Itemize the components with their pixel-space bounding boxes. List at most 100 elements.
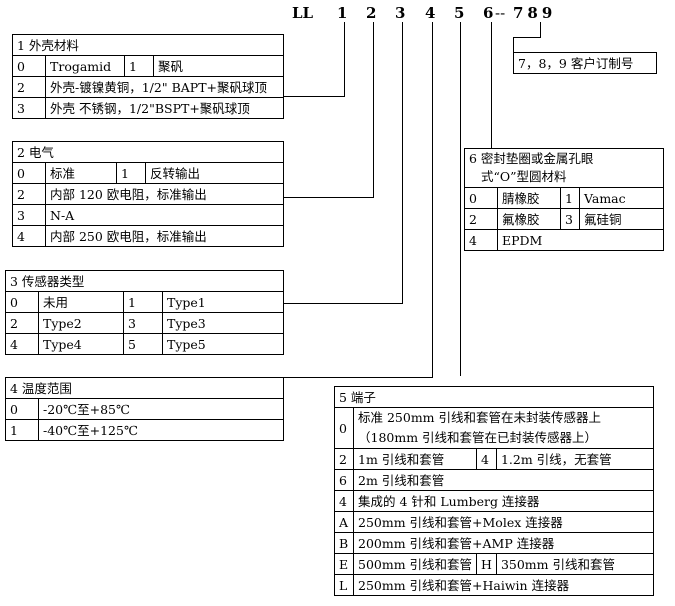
option-code: 1 xyxy=(5,419,39,441)
option-name: Type2 xyxy=(38,312,124,334)
table-row: 4 Type4 5 Type5 xyxy=(5,333,284,355)
section-6-seal-material: 6 密封垫圈或金属孔眼 式“O”型圆材料 0 腈橡胶 1 Vamac 2 氟橡胶… xyxy=(464,148,664,251)
option-name: 500mm 引线和套管 xyxy=(352,553,478,575)
option-name: Type1 xyxy=(162,291,284,313)
option-code: 2 xyxy=(12,183,46,205)
table-row: 2 1m 引线和套管 4 1.2m 引线，无套管 xyxy=(334,448,655,470)
option-code: 4 xyxy=(464,229,498,251)
connector-line xyxy=(491,22,492,148)
code-custom: 789 xyxy=(513,4,557,22)
option-name: -20℃至+85℃ xyxy=(38,398,284,420)
option-code: 6 xyxy=(334,469,354,491)
option-name-line1: 标准 250mm 引线和套管在未封装传感器上 xyxy=(358,410,602,425)
option-name: 标准 250mm 引线和套管在未封装传感器上 （180mm 引线和套管在已封装传… xyxy=(353,407,654,449)
section-6-title: 6 密封垫圈或金属孔眼 式“O”型圆材料 xyxy=(464,148,664,188)
option-name: EPDM xyxy=(497,229,664,251)
code-digit-2: 2 xyxy=(366,4,377,22)
option-code: 0 xyxy=(334,407,354,449)
custom-order-label: 7，8，9 客户订制号 xyxy=(513,52,657,74)
code-digit-1: 1 xyxy=(337,4,348,22)
option-code: 4 xyxy=(334,490,354,512)
table-row: 0 未用 1 Type1 xyxy=(5,291,284,313)
section-4-temperature-range: 4 温度范围 0 -20℃至+85℃ 1 -40℃至+125℃ xyxy=(5,377,284,441)
option-code: 4 xyxy=(12,225,46,247)
option-code: B xyxy=(334,532,354,554)
table-row: 2 外壳-镀镍黄铜，1/2" BAPT+聚矾球顶 xyxy=(12,76,284,98)
section-2-title: 2 电气 xyxy=(12,141,284,163)
option-name: 200mm 引线和套管+AMP 连接器 xyxy=(353,532,654,554)
option-name-line2: （180mm 引线和套管在已封装传感器上） xyxy=(358,430,598,445)
section-3-title: 3 传感器类型 xyxy=(5,270,284,292)
option-name: 反转输出 xyxy=(145,162,284,184)
option-name: 250mm 引线和套管+Molex 连接器 xyxy=(353,511,654,533)
option-code: 3 xyxy=(12,97,46,119)
section-5-title: 5 端子 xyxy=(334,386,654,408)
connector-line xyxy=(283,303,403,304)
table-row: 0 Trogamid 1 聚矾 xyxy=(12,55,284,77)
section-6-title-line2: 式“O”型圆材料 xyxy=(481,169,567,184)
code-prefix: LL xyxy=(292,4,314,22)
option-name: 腈橡胶 xyxy=(497,187,561,209)
connector-line xyxy=(460,22,461,376)
connector-line xyxy=(283,197,374,198)
table-row: B 200mm 引线和套管+AMP 连接器 xyxy=(334,532,654,554)
option-code: 0 xyxy=(464,187,498,209)
option-name: 350mm 引线和套管 xyxy=(495,553,655,575)
section-4-title: 4 温度范围 xyxy=(5,377,284,399)
option-code: 3 xyxy=(123,312,163,334)
table-row: 3 N-A xyxy=(12,204,284,226)
option-name: 250mm 引线和套管+Haiwin 连接器 xyxy=(353,574,654,596)
option-code: 0 xyxy=(12,162,46,184)
option-name: 未用 xyxy=(38,291,124,313)
table-row: A 250mm 引线和套管+Molex 连接器 xyxy=(334,511,654,533)
option-code: 0 xyxy=(5,291,39,313)
code-digit-6: 6 xyxy=(483,4,494,22)
table-row: L 250mm 引线和套管+Haiwin 连接器 xyxy=(334,574,654,596)
table-row: 4 内部 250 欧电阻，标准输出 xyxy=(12,225,284,247)
section-5-terminals: 5 端子 0 标准 250mm 引线和套管在未封装传感器上 （180mm 引线和… xyxy=(334,386,655,596)
table-row: E 500mm 引线和套管 H 350mm 引线和套管 xyxy=(334,553,655,575)
connector-line xyxy=(513,37,541,38)
option-name: Type4 xyxy=(38,333,124,355)
option-name: 1m 引线和套管 xyxy=(352,448,478,470)
connector-line xyxy=(402,22,403,303)
connector-line xyxy=(283,96,345,97)
connector-line xyxy=(540,22,541,37)
option-code: 5 xyxy=(123,333,163,355)
section-1-housing-material: 1 外壳材料 0 Trogamid 1 聚矾 2 外壳-镀镍黄铜，1/2" BA… xyxy=(12,34,284,119)
option-name: -40℃至+125℃ xyxy=(38,419,284,441)
option-code: 4 xyxy=(5,333,39,355)
option-code: 2 xyxy=(334,448,354,470)
option-code: 3 xyxy=(560,208,580,230)
option-code: 0 xyxy=(12,55,46,77)
option-name: 1.2m 引线，无套管 xyxy=(495,448,655,470)
option-code: 2 xyxy=(464,208,498,230)
code-digit-5: 5 xyxy=(454,4,465,22)
section-3-sensor-type: 3 传感器类型 0 未用 1 Type1 2 Type2 3 Type3 4 T… xyxy=(5,270,284,355)
section-6-title-line1: 6 密封垫圈或金属孔眼 xyxy=(469,151,594,166)
table-row: 1 -40℃至+125℃ xyxy=(5,419,284,441)
custom-order-box: 7，8，9 客户订制号 xyxy=(513,52,657,74)
section-2-electrical: 2 电气 0 标准 1 反转输出 2 内部 120 欧电阻，标准输出 3 N-A… xyxy=(12,141,284,247)
table-row: 2 Type2 3 Type3 xyxy=(5,312,284,334)
option-code: E xyxy=(334,553,354,575)
option-name: 聚矾 xyxy=(153,55,284,77)
option-code: 1 xyxy=(124,55,154,77)
option-name: 集成的 4 针和 Lumberg 连接器 xyxy=(353,490,654,512)
option-code: 1 xyxy=(560,187,580,209)
option-name: Type5 xyxy=(162,333,284,355)
option-name: 外壳-镀镍黄铜，1/2" BAPT+聚矾球顶 xyxy=(45,76,284,98)
table-row: 0 标准 1 反转输出 xyxy=(12,162,284,184)
option-name: Vamac xyxy=(579,187,664,209)
option-code: 2 xyxy=(5,312,39,334)
option-code: A xyxy=(334,511,354,533)
option-name: N-A xyxy=(45,204,284,226)
option-name: 2m 引线和套管 xyxy=(353,469,654,491)
code-digit-4: 4 xyxy=(425,4,436,22)
connector-line xyxy=(283,377,433,378)
option-code: 1 xyxy=(116,162,146,184)
option-name: 氟橡胶 xyxy=(497,208,561,230)
table-row: 4 集成的 4 针和 Lumberg 连接器 xyxy=(334,490,654,512)
connector-line xyxy=(373,22,374,197)
option-code: L xyxy=(334,574,354,596)
